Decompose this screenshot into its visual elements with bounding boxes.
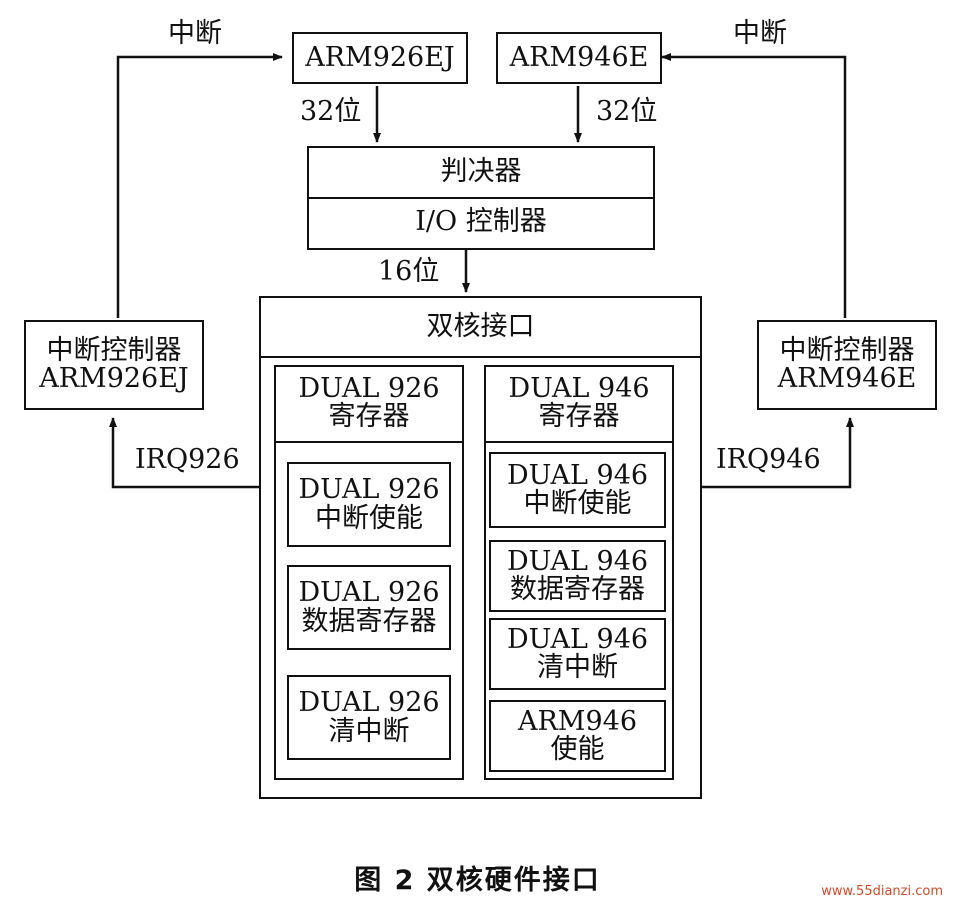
register-926-data-line1: DUAL 926 bbox=[298, 577, 440, 609]
interrupt-label-left: 中断 bbox=[168, 18, 222, 49]
register-946-data-line2: 数据寄存器 bbox=[510, 574, 645, 605]
register-926-clear-interrupt-line1: DUAL 926 bbox=[298, 687, 440, 719]
register-946-clear-interrupt: DUAL 946 清中断 bbox=[489, 618, 666, 690]
register-946-clear-interrupt-line2: 清中断 bbox=[537, 652, 618, 683]
group-926-divider bbox=[276, 441, 462, 443]
register-946-data: DUAL 946 数据寄存器 bbox=[489, 540, 666, 612]
interrupt-controller-arm946e: 中断控制器 ARM946E bbox=[757, 320, 937, 410]
interrupt-controller-arm946e-line2: ARM946E bbox=[777, 363, 917, 394]
register-946-clear-interrupt-line1: DUAL 946 bbox=[506, 623, 649, 655]
bus-label-right: 32位 bbox=[596, 96, 658, 127]
cpu-arm926ej-box: ARM926EJ bbox=[292, 32, 468, 84]
group-946-header-line1: DUAL 946 bbox=[508, 372, 650, 404]
interrupt-controller-arm926ej: 中断控制器 ARM926EJ bbox=[24, 320, 204, 410]
register-926-interrupt-enable-line1: DUAL 926 bbox=[298, 474, 440, 506]
irq-arrow-left bbox=[109, 417, 259, 489]
register-946-interrupt-enable: DUAL 946 中断使能 bbox=[489, 452, 666, 528]
dual-core-interface-title: 双核接口 bbox=[426, 310, 535, 342]
irq-label-left: IRQ926 bbox=[135, 444, 240, 475]
group-946-header: DUAL 946 寄存器 bbox=[486, 367, 672, 439]
interrupt-controller-arm926ej-line1: 中断控制器 bbox=[46, 334, 182, 366]
group-926-header: DUAL 926 寄存器 bbox=[276, 367, 462, 439]
arbiter-divider bbox=[309, 197, 653, 199]
register-946-data-line1: DUAL 946 bbox=[506, 545, 649, 577]
register-arm946-enable-line1: ARM946 bbox=[517, 705, 637, 737]
interrupt-arrow-right bbox=[661, 53, 847, 318]
group-926-header-line1: DUAL 926 bbox=[298, 372, 440, 404]
interrupt-controller-arm926ej-line2: ARM926EJ bbox=[39, 363, 189, 394]
io-controller-label: I/O 控制器 bbox=[415, 205, 547, 237]
irq-arrow-right bbox=[702, 417, 854, 489]
arbiter-label: 判决器 bbox=[440, 156, 522, 188]
group-946-divider bbox=[486, 441, 672, 443]
register-926-clear-interrupt-line2: 清中断 bbox=[328, 715, 410, 747]
interrupt-label-right: 中断 bbox=[733, 18, 787, 49]
register-946-interrupt-enable-line1: DUAL 946 bbox=[506, 459, 649, 491]
register-946-interrupt-enable-line2: 中断使能 bbox=[523, 488, 632, 519]
group-946-header-line2: 寄存器 bbox=[538, 401, 620, 432]
interface-title-divider bbox=[261, 356, 700, 358]
register-arm946-enable: ARM946 使能 bbox=[489, 700, 666, 772]
register-926-data: DUAL 926 数据寄存器 bbox=[287, 565, 451, 650]
interrupt-controller-arm946e-line1: 中断控制器 bbox=[779, 334, 915, 366]
register-926-clear-interrupt: DUAL 926 清中断 bbox=[287, 675, 451, 760]
bus-label-left: 32位 bbox=[300, 96, 362, 127]
irq-label-right: IRQ946 bbox=[716, 444, 821, 475]
bus-label-down: 16位 bbox=[378, 256, 440, 287]
register-arm946-enable-line2: 使能 bbox=[550, 734, 605, 765]
watermark: www.55dianzi.com bbox=[821, 884, 943, 899]
register-926-data-line2: 数据寄存器 bbox=[301, 605, 437, 637]
group-926-header-line2: 寄存器 bbox=[328, 401, 410, 432]
register-926-interrupt-enable: DUAL 926 中断使能 bbox=[287, 462, 451, 547]
arbiter-io-box: 判决器 I/O 控制器 bbox=[307, 146, 655, 250]
cpu-arm946e-box: ARM946E bbox=[496, 32, 662, 84]
figure-caption: 图 2 双核硬件接口 bbox=[354, 865, 601, 896]
cpu-arm946e-label: ARM946E bbox=[509, 41, 649, 73]
register-926-interrupt-enable-line2: 中断使能 bbox=[315, 502, 423, 534]
cpu-arm926ej-label: ARM926EJ bbox=[305, 41, 455, 73]
interrupt-arrow-left bbox=[116, 53, 283, 318]
